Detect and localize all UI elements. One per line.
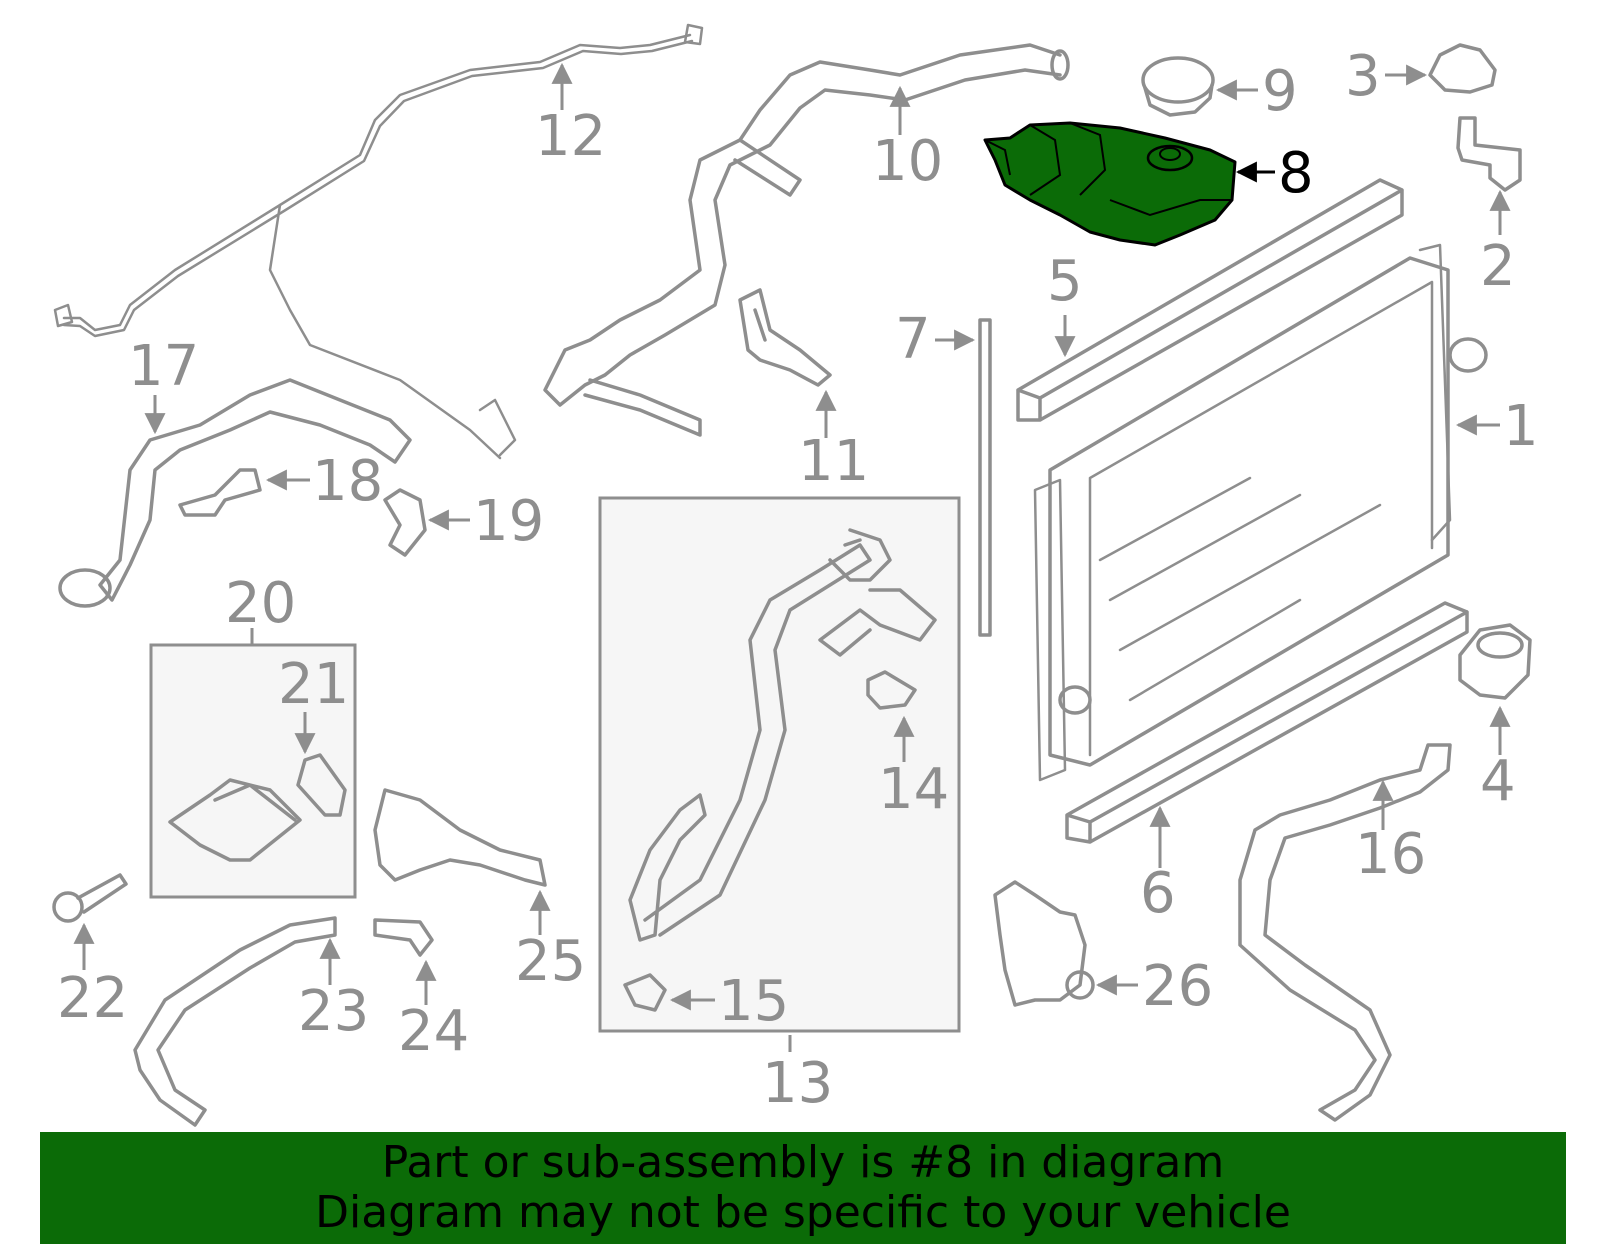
part-24-hose[interactable] bbox=[373, 918, 434, 957]
banner-line-2: Diagram may not be specific to your vehi… bbox=[315, 1187, 1291, 1238]
part-17-hose[interactable] bbox=[58, 378, 412, 608]
callout-21: 21 bbox=[278, 652, 349, 717]
part-7-strip[interactable] bbox=[978, 318, 992, 637]
callout-15: 15 bbox=[718, 969, 789, 1034]
part-2-fitting[interactable] bbox=[1456, 116, 1522, 192]
part-19-clip[interactable] bbox=[383, 488, 427, 557]
callout-23: 23 bbox=[298, 979, 369, 1044]
callout-17: 17 bbox=[128, 334, 199, 399]
part-5-strip[interactable] bbox=[1016, 178, 1404, 422]
callout-9: 9 bbox=[1262, 59, 1298, 124]
part-25-hose[interactable] bbox=[373, 788, 547, 887]
part-10-upper-hose[interactable] bbox=[543, 43, 1070, 437]
callout-16: 16 bbox=[1355, 822, 1426, 887]
callout-13: 13 bbox=[762, 1051, 833, 1116]
part-3-cap[interactable] bbox=[1428, 43, 1497, 94]
callout-12: 12 bbox=[535, 104, 606, 169]
part-23-hose[interactable] bbox=[133, 916, 337, 1127]
part-6-strip[interactable] bbox=[1065, 601, 1469, 844]
callout-1: 1 bbox=[1503, 394, 1539, 459]
callout-19: 19 bbox=[473, 489, 544, 554]
callout-3: 3 bbox=[1345, 44, 1381, 109]
part-8-coolant-reservoir[interactable] bbox=[983, 121, 1237, 247]
callout-26: 26 bbox=[1142, 954, 1213, 1019]
callout-25: 25 bbox=[515, 929, 586, 994]
callout-4: 4 bbox=[1480, 749, 1516, 814]
part-26-thermostat-housing[interactable] bbox=[993, 880, 1095, 1007]
part-4-mount[interactable] bbox=[1458, 623, 1532, 700]
part-12-tube[interactable] bbox=[53, 23, 704, 460]
callout-10: 10 bbox=[872, 129, 943, 194]
callout-11: 11 bbox=[798, 429, 869, 494]
banner-line-1: Part or sub-assembly is #8 in diagram bbox=[381, 1137, 1225, 1188]
callout-20: 20 bbox=[225, 571, 296, 636]
callout-14: 14 bbox=[878, 757, 949, 822]
callout-18: 18 bbox=[312, 449, 383, 514]
part-13-hose-kit[interactable] bbox=[598, 496, 961, 1033]
part-20-assembly-box[interactable] bbox=[149, 643, 357, 899]
callout-22: 22 bbox=[57, 966, 128, 1031]
info-banner: Part or sub-assembly is #8 in diagram Di… bbox=[40, 1132, 1566, 1244]
part-9-cap[interactable] bbox=[1141, 56, 1215, 117]
callout-5: 5 bbox=[1047, 249, 1083, 314]
callout-8: 8 bbox=[1278, 141, 1314, 206]
callouts: 1 2 3 4 5 6 7 8 9 10 11 12 13 14 15 16 1 bbox=[57, 44, 1539, 1116]
part-11-bracket[interactable] bbox=[738, 288, 832, 387]
callout-2: 2 bbox=[1480, 234, 1516, 299]
callout-7: 7 bbox=[895, 307, 931, 372]
part-18-clip[interactable] bbox=[178, 468, 262, 517]
part-22-bolt[interactable] bbox=[52, 873, 128, 923]
part-1-radiator[interactable] bbox=[1033, 243, 1488, 782]
callout-24: 24 bbox=[398, 999, 469, 1064]
part-16-hose[interactable] bbox=[1238, 743, 1452, 1122]
callout-6: 6 bbox=[1140, 861, 1176, 926]
